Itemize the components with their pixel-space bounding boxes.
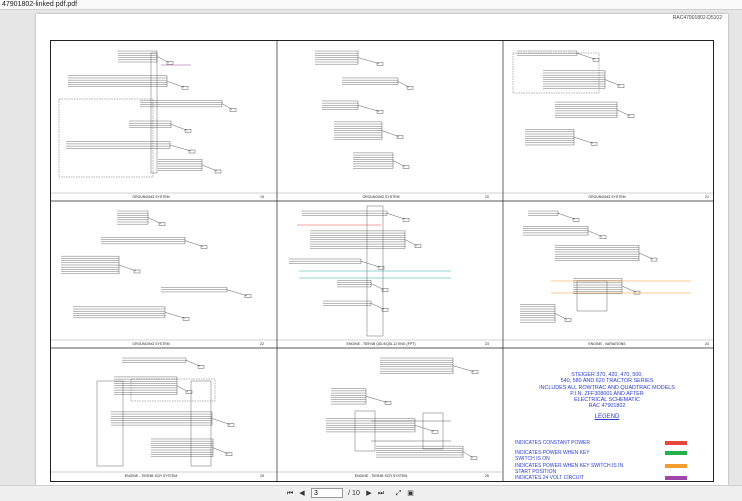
fit-width-icon[interactable]: ⤢ <box>395 490 402 497</box>
panel-label: ENGINE - VARIATIONS <box>588 342 626 346</box>
first-page-icon[interactable]: ⏮ <box>286 490 294 497</box>
legend-text: INDICATES 24 VOLT CIRCUIT <box>515 475 584 481</box>
legend-text: INDICATES POWER WHEN KEY SWITCH IS IN ST… <box>515 463 624 475</box>
panel-number: 19 <box>260 195 264 199</box>
fit-page-icon[interactable]: ▣ <box>407 490 414 497</box>
panel-number: 26 <box>485 474 489 478</box>
schematic-title-line: STEIGER 370, 420, 470, 500, <box>571 372 643 378</box>
legend-item: INDICATES POWER WHEN KEY SWITCH IS ON <box>515 450 705 462</box>
document-viewer[interactable]: RAC47901802-D5102 GROUNDING SYSTEM 19 GR… <box>0 10 742 485</box>
panel-number: 20 <box>485 195 489 199</box>
wiring-diagrams <box>51 41 713 481</box>
page-number-input[interactable]: 3 <box>311 488 343 498</box>
window-titlebar: 47901802-linked pdf.pdf <box>0 0 742 10</box>
legend-item: INDICATES 24 VOLT CIRCUIT <box>515 475 705 481</box>
legend-swatch <box>665 476 687 480</box>
legend-swatch <box>665 451 687 455</box>
schematic-title-line: INCLUDES ALL ROWTRAC AND QUADTRAC MODELS <box>539 384 675 391</box>
window-title: 47901802-linked pdf.pdf <box>2 1 78 8</box>
legend-item: INDICATES CONSTANT POWER <box>515 440 705 446</box>
panel-label: GROUNDING SYSTEM <box>362 195 400 199</box>
schematic-title-line: 540, 580 AND 620 TRACTOR SERIES <box>560 378 654 385</box>
schematic-title-line: RAC 47901802 <box>588 403 626 410</box>
panel-number: 24 <box>705 342 709 346</box>
schematic-sheet: GROUNDING SYSTEM 19 GROUNDING SYSTEM 20 … <box>50 40 714 482</box>
panel-label: ENGINE - TIER4B SCR SYSTEM <box>124 474 178 478</box>
panel-label: GROUNDING SYSTEM <box>588 195 626 199</box>
panel-label: GROUNDING SYSTEM <box>132 342 170 346</box>
legend-text: INDICATES CONSTANT POWER <box>515 440 591 446</box>
doc-id: RAC47901802-D5102 <box>672 15 722 21</box>
schematic-title-line: ELECTRICAL SCHEMATIC <box>574 397 640 404</box>
title-and-legend-block: STEIGER 370, 420, 470, 500, 540, 580 AND… <box>503 372 711 481</box>
panel-label: GROUNDING SYSTEM <box>132 195 170 199</box>
panel-number: 22 <box>260 342 264 346</box>
panel-number: 21 <box>705 195 709 199</box>
legend-text: INDICATES POWER WHEN KEY SWITCH IS ON <box>515 450 590 462</box>
page-total: / 10 <box>348 490 360 497</box>
legend-swatch <box>665 464 687 468</box>
pdf-page: RAC47901802-D5102 GROUNDING SYSTEM 19 GR… <box>36 14 728 485</box>
legend-title: LEGEND <box>594 413 620 420</box>
legend-swatch <box>665 441 687 445</box>
panel-number: 23 <box>485 342 489 346</box>
legend-item: INDICATES POWER WHEN KEY SWITCH IS IN ST… <box>515 463 705 475</box>
last-page-icon[interactable]: ⏭ <box>377 490 385 497</box>
panel-label: ENGINE - TIER4B QSL9/QSL12 ENG (FPT) <box>346 342 416 346</box>
current-page: 3 <box>314 490 318 497</box>
panel-label: ENGINE - TIER4B SCR SYSTEM <box>354 474 408 478</box>
page-navigation-toolbar: ⏮ ◀ 3 / 10 ▶ ⏭ ⤢ ▣ <box>0 485 742 501</box>
panel-number: 25 <box>260 474 264 478</box>
schematic-title-line: P.I.N. ZFF308001 AND AFTER <box>570 390 644 397</box>
next-page-icon[interactable]: ▶ <box>366 490 372 497</box>
previous-page-icon[interactable]: ◀ <box>299 490 305 497</box>
